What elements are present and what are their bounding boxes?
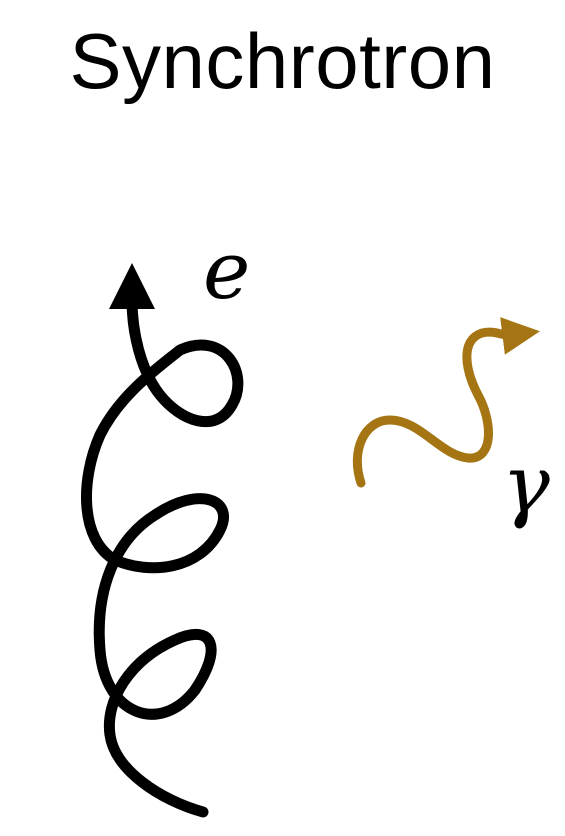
photon-label: γ — [502, 438, 550, 531]
electron-helix-path — [86, 300, 237, 812]
electron-label: e — [203, 224, 250, 317]
photon-wave-path — [357, 332, 510, 483]
